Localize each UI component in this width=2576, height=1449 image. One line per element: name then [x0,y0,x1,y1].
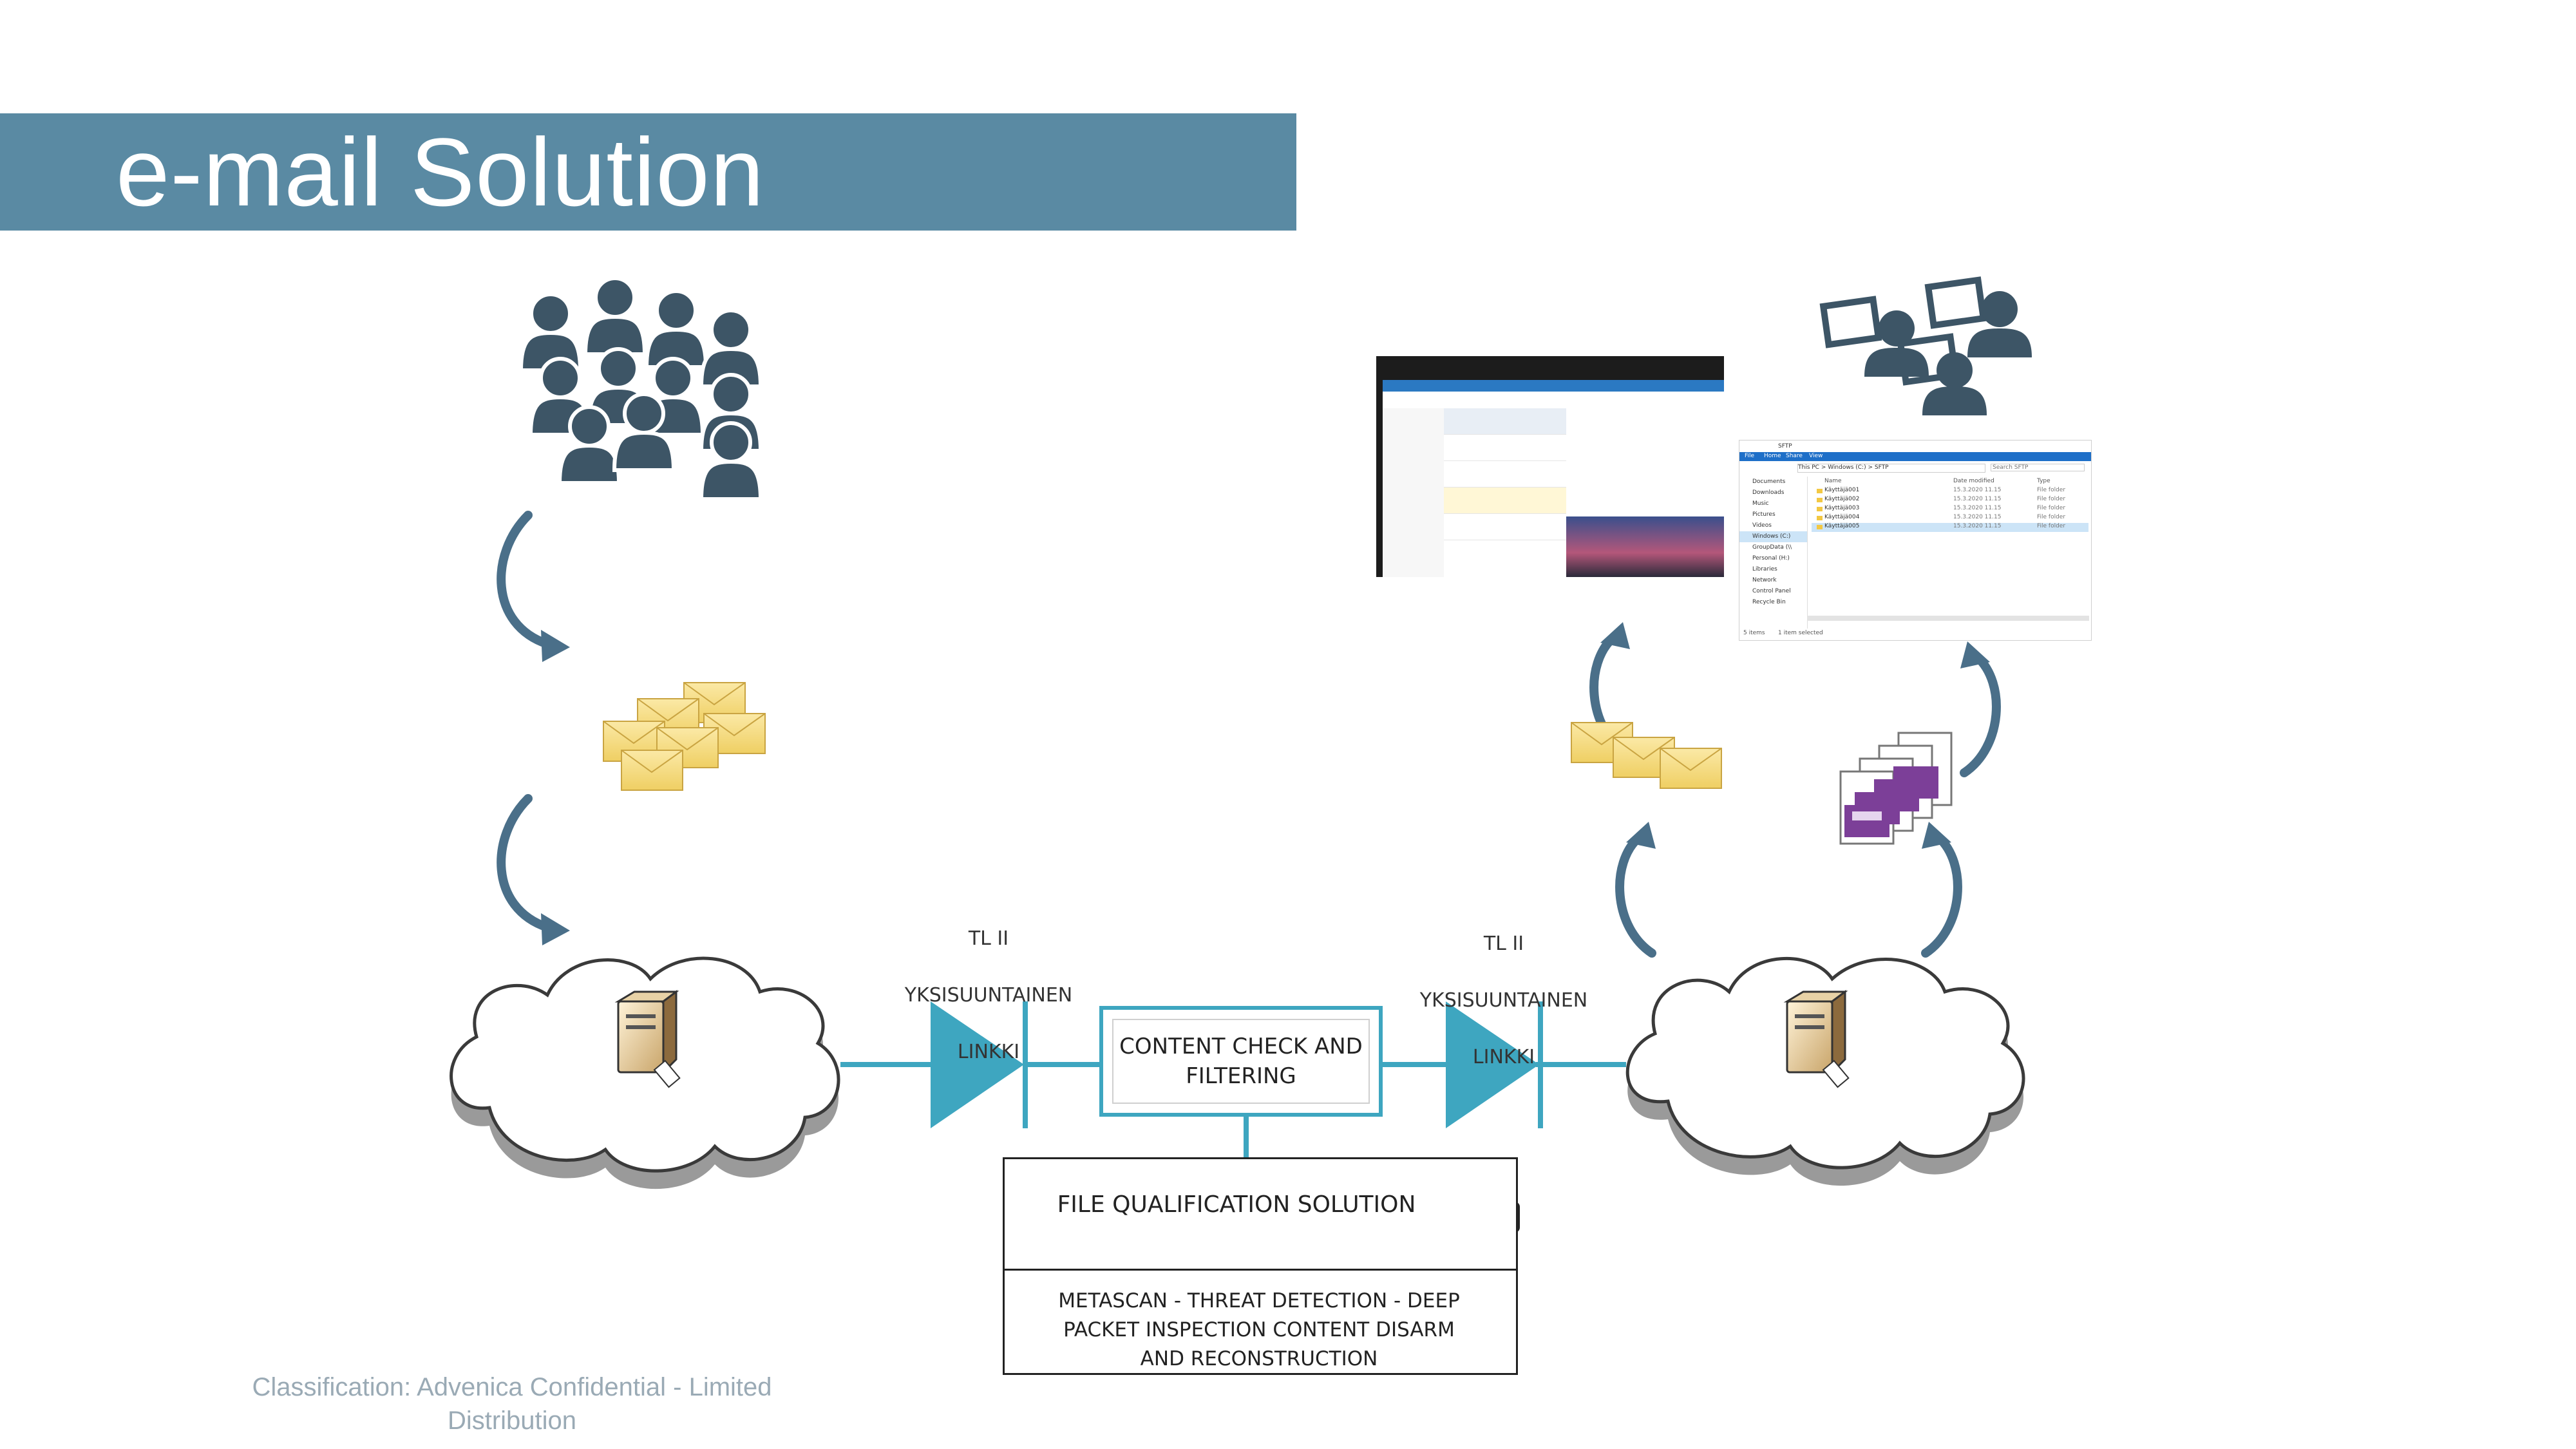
table-row[interactable]: Käyttäjä005 15.3.2020 11.15 File folder [1812,523,2088,532]
users-at-computers-icon [1819,276,2032,415]
file-type: File folder [2037,514,2066,520]
link-label-left: TL II YKSISUUNTAINEN LINKKI [857,896,1121,1095]
explorer-tab-strip: File Home Share View [1739,452,2091,461]
file-explorer-screenshot: SFTP File Home Share View This PC > Wind… [1739,440,2092,641]
tab-share[interactable]: Share [1786,453,1803,459]
folder-icon [1817,516,1823,520]
content-check-line: FILTERING [1186,1063,1296,1089]
content-check-label: CONTENT CHECK AND FILTERING [1112,1019,1370,1104]
horizontal-scrollbar[interactable] [1807,616,2089,621]
content-check-inner-box [1112,1019,1370,1104]
link-label-line: YKSISUUNTAINEN [1419,989,1588,1012]
server-icon [1783,990,1850,1088]
description-line: METASCAN - THREAT DETECTION - DEEP [1058,1289,1460,1312]
file-date: 15.3.2020 11.15 [1953,514,2002,520]
nav-item[interactable]: Control Panel [1752,588,1791,594]
nav-item[interactable]: Libraries [1752,566,1777,573]
link-label-line: YKSISUUNTAINEN [904,984,1073,1007]
link-label-line: TL II [968,927,1009,950]
file-qualification-divider [1003,1269,1518,1271]
server-icon [614,990,681,1088]
arrow-up-icon [1922,822,1958,953]
file-qualification-title: FILE QUALIFICATION SOLUTION [1057,1191,1416,1218]
file-date: 15.3.2020 11.15 [1953,496,2002,502]
nav-item[interactable]: Network [1752,577,1777,583]
file-qualification-box [1003,1157,1518,1375]
link-label-line: LINKKI [1472,1046,1535,1068]
email-envelopes-icon [1571,722,1722,789]
nav-item[interactable]: Documents [1752,478,1786,485]
file-type: File folder [2037,496,2066,502]
status-item-count: 5 items [1743,630,1765,636]
folder-icon [1817,525,1823,529]
city-skyline-image [1566,516,1724,577]
status-selection: 1 item selected [1778,630,1823,636]
tab-view[interactable]: View [1809,453,1823,459]
file-date: 15.3.2020 11.15 [1953,487,2002,493]
link-line [840,1062,1626,1157]
arrow-down-icon [501,515,570,662]
outlook-toolbar [1383,392,1724,409]
people-group-icon [521,278,761,499]
column-header[interactable]: Type [2037,478,2050,484]
arrow-down-icon [501,799,570,945]
nav-item[interactable]: Windows (C:) [1739,531,1807,542]
description-line: PACKET INSPECTION CONTENT DISARM [1063,1318,1455,1341]
folder-icon [1817,507,1823,511]
classification-footer: Classification: Advenica Confidential - … [252,1373,772,1435]
table-row[interactable]: Käyttäjä001 15.3.2020 11.15 File folder [1812,487,2088,496]
nav-item[interactable]: Recycle Bin [1752,599,1786,605]
nav-item[interactable]: Pictures [1752,511,1776,518]
folder-icon [1817,498,1823,502]
nav-item[interactable]: Videos [1752,522,1772,529]
table-row[interactable]: Käyttäjä004 15.3.2020 11.15 File folder [1812,514,2088,523]
file-type: File folder [2037,523,2066,529]
file-name: Käyttäjä003 [1824,505,1860,511]
link-label-line: LINKKI [957,1041,1020,1063]
column-header[interactable]: Name [1824,478,1842,484]
tab-home[interactable]: Home [1764,453,1781,459]
explorer-title: SFTP [1778,443,1792,450]
file-type: File folder [2037,505,2066,511]
description-line: AND RECONSTRUCTION [1140,1347,1378,1370]
explorer-file-list: Name Date modified Type Käyttäjä001 15.3… [1812,478,2088,532]
outlook-ribbon-bar [1383,380,1724,392]
nav-item[interactable]: GroupData (\\ [1752,544,1792,551]
table-row[interactable]: Käyttäjä003 15.3.2020 11.15 File folder [1812,505,2088,514]
search-input[interactable] [1991,464,2085,471]
outlook-reading-pane [1566,408,1724,577]
nav-item[interactable]: Personal (H:) [1752,555,1790,562]
link-label-right: TL II YKSISUUNTAINEN LINKKI [1372,902,1636,1100]
title-bar [0,113,1296,231]
address-bar[interactable]: This PC > Windows (C:) > SFTP [1797,464,1985,473]
explorer-nav-pane: Documents Downloads Music Pictures Video… [1739,477,1808,629]
file-name: Käyttäjä001 [1824,487,1860,493]
file-qualification-description: METASCAN - THREAT DETECTION - DEEP PACKE… [1014,1287,1504,1374]
file-list-header: Name Date modified Type [1812,478,2088,487]
file-date: 15.3.2020 11.15 [1953,523,2002,529]
outlook-folder-pane [1383,408,1444,577]
column-header[interactable]: Date modified [1953,478,1994,484]
tab-file[interactable]: File [1745,453,1755,459]
email-envelopes-icon [603,682,766,791]
file-name: Käyttäjä005 [1824,523,1860,529]
outlook-message-list [1444,408,1567,577]
outlook-screen [1383,380,1724,577]
file-date: 15.3.2020 11.15 [1953,505,2002,511]
file-name: Käyttäjä004 [1824,514,1860,520]
document-stack-icon [1839,732,1953,845]
arrow-up-icon [1960,641,1996,773]
nav-item[interactable]: Downloads [1752,489,1785,496]
nav-item[interactable]: Music [1752,500,1769,507]
one-way-diode-icon [931,1001,1028,1128]
file-name: Käyttäjä002 [1824,496,1860,502]
table-row[interactable]: Käyttäjä002 15.3.2020 11.15 File folder [1812,496,2088,505]
file-type: File folder [2037,487,2066,493]
slide-title: e-mail Solution [116,118,765,226]
link-label-line: TL II [1483,933,1524,955]
content-check-line: CONTENT CHECK AND [1119,1034,1363,1059]
one-way-diode-icon [1446,1001,1543,1128]
folder-icon [1817,489,1823,493]
